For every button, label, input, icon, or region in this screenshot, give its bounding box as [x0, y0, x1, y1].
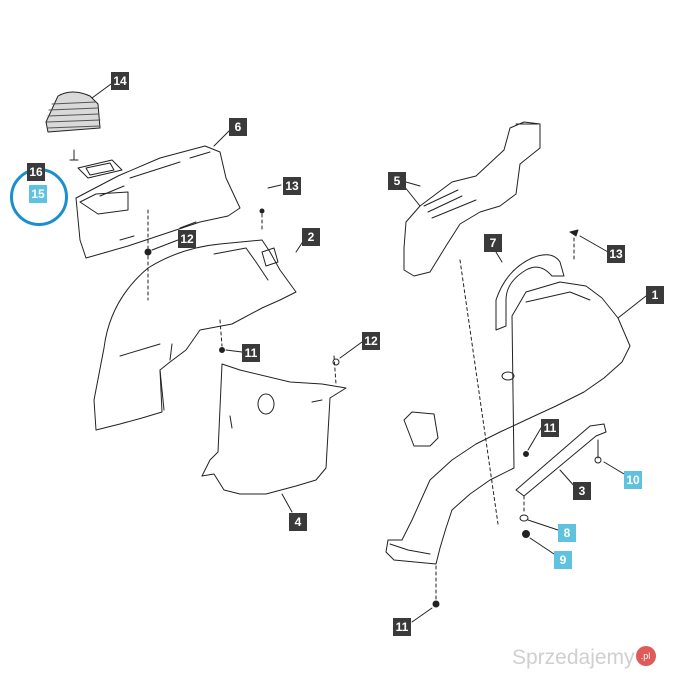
- part-14-gear-boot: [45, 91, 101, 133]
- part-11-screw-b: [523, 451, 529, 457]
- leader-11a: [225, 349, 243, 353]
- part-7-grab-bar: [489, 241, 565, 331]
- part-5-right-console: [403, 121, 541, 277]
- leader-12b: [339, 341, 363, 359]
- leader-12a: [151, 239, 179, 251]
- leader-5: [405, 181, 421, 187]
- part-9-nut: [522, 530, 530, 538]
- callout-11-right[interactable]: 11: [541, 419, 559, 437]
- part-3-bracket: [515, 423, 607, 497]
- callout-16[interactable]: 16: [27, 163, 45, 181]
- part-12-screw-a: [144, 248, 152, 256]
- part-8-washer: [519, 514, 529, 522]
- leader-6: [213, 129, 231, 147]
- watermark-badge: .pl: [635, 646, 656, 666]
- callout-3[interactable]: 3: [573, 482, 591, 500]
- part-11-screw-c: [432, 600, 440, 608]
- part-13-screw-b: [569, 229, 609, 263]
- callout-9[interactable]: 9: [554, 551, 572, 569]
- leader-9: [529, 537, 555, 555]
- callout-6[interactable]: 6: [229, 118, 247, 136]
- part-15-plate: [77, 159, 123, 179]
- leader-11b: [527, 427, 542, 451]
- callout-1[interactable]: 1: [646, 286, 664, 304]
- part-4-lower-panel: [201, 355, 347, 513]
- leader-8: [527, 519, 559, 531]
- part-2-left-inner-fender: [93, 239, 297, 431]
- part-6-console-cover: [75, 145, 241, 259]
- callout-12-middle[interactable]: 12: [362, 332, 380, 350]
- callout-5[interactable]: 5: [388, 172, 406, 190]
- callout-13-right[interactable]: 13: [607, 245, 625, 263]
- callout-8[interactable]: 8: [558, 524, 576, 542]
- callout-15[interactable]: 15: [29, 185, 47, 203]
- callout-11-left[interactable]: 11: [242, 344, 260, 362]
- leader-11c: [411, 607, 433, 623]
- callout-11-bottom[interactable]: 11: [393, 618, 411, 636]
- part-11-screw-a: [219, 347, 225, 353]
- watermark: Sprzedajemy.pl: [512, 646, 656, 670]
- callout-10[interactable]: 10: [624, 471, 642, 489]
- part-13-screw-a: [259, 184, 282, 233]
- callout-4[interactable]: 4: [289, 513, 307, 531]
- callout-12-left[interactable]: 12: [178, 230, 196, 248]
- leader-14: [91, 83, 112, 99]
- watermark-text: Sprzedajemy: [512, 646, 635, 669]
- part-16-screws: [69, 149, 79, 161]
- part-1-right-fender: [385, 259, 647, 565]
- callout-14[interactable]: 14: [111, 72, 129, 90]
- callout-7[interactable]: 7: [484, 234, 502, 252]
- callout-2[interactable]: 2: [302, 228, 320, 246]
- part-10-bolt: [594, 439, 625, 475]
- callout-13-left[interactable]: 13: [283, 177, 301, 195]
- part-12-screw-b: [332, 358, 340, 366]
